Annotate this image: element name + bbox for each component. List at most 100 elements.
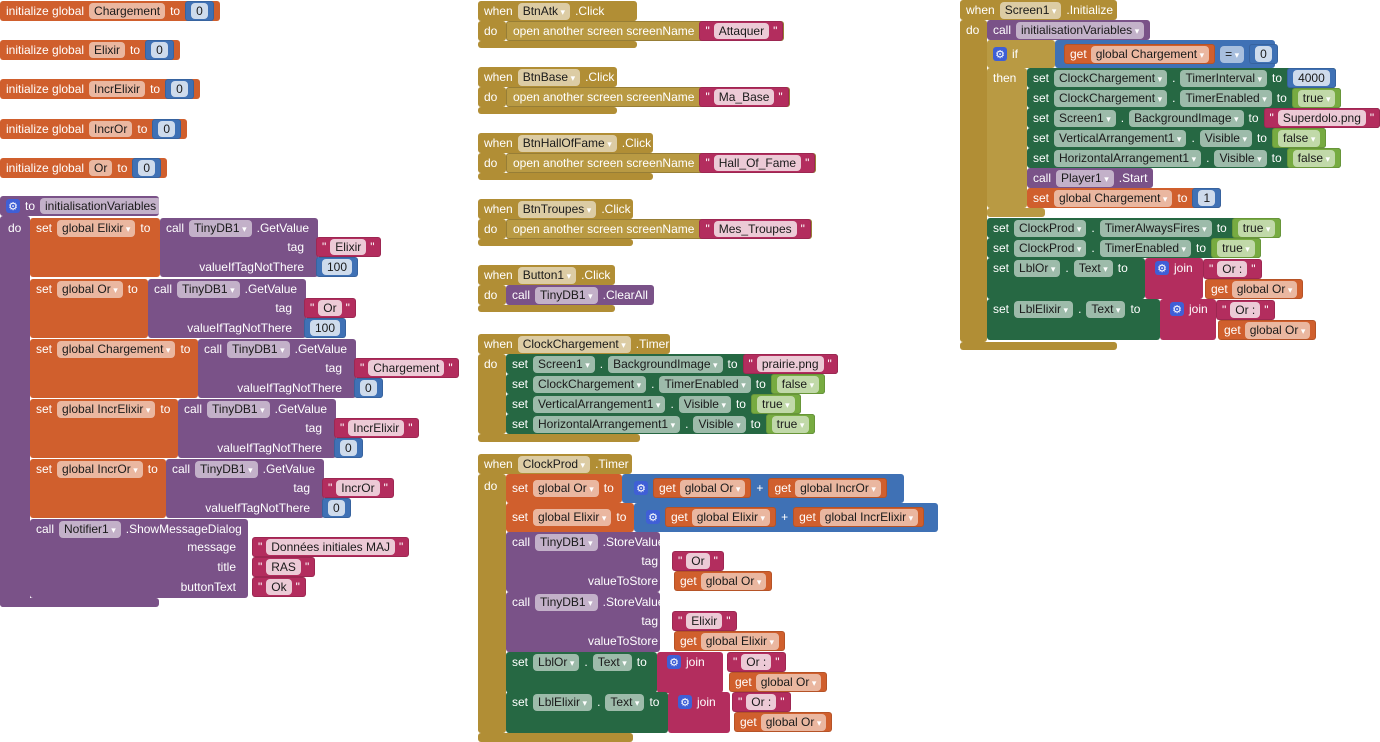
text-value[interactable]: Or : [1217,261,1248,277]
text-value[interactable]: Or : [746,694,777,710]
text-value[interactable]: Ok [266,579,292,595]
dropdown-field[interactable]: Text [1073,259,1113,277]
dropdown-field[interactable]: HorizontalArrangement1 [1054,149,1202,167]
boolean-value[interactable]: true [1237,219,1276,237]
dropdown-field[interactable]: ClockChargement [517,335,631,353]
number-value[interactable]: 0 [191,3,208,19]
boolean-value[interactable]: false [776,375,820,393]
dropdown-field[interactable]: TinyDB1 [177,280,240,298]
dropdown-field[interactable]: global IncrElixir [57,400,156,418]
variable-field[interactable]: global Or [760,713,827,731]
number-value[interactable]: 0 [171,81,188,97]
text-block[interactable]: "Chargement" [354,358,459,378]
number-value[interactable]: 0 [340,440,357,456]
text-block[interactable]: "Ok" [252,577,306,597]
dropdown-field[interactable]: global Chargement [57,340,176,358]
dropdown-field[interactable]: TinyDB1 [535,286,598,304]
dropdown-field[interactable]: BackgroundImage [608,355,723,373]
name-field[interactable]: Chargement [89,3,166,19]
boolean-value[interactable]: false [1277,129,1321,147]
dropdown-field[interactable]: Notifier1 [59,520,121,538]
text-block[interactable]: "Or : " [1216,300,1275,320]
variable-field[interactable]: global Chargement [1090,45,1210,63]
text-block[interactable]: "Or : " [1203,259,1262,279]
dropdown-field[interactable]: TinyDB1 [195,460,258,478]
text-block[interactable]: "Or" [304,298,356,318]
gear-icon[interactable]: ⚙ [646,510,660,524]
dropdown-field[interactable]: BtnHallOfFame [517,134,617,152]
dropdown-field[interactable]: TimerEnabled [1099,239,1192,257]
number-value[interactable]: 4000 [1293,70,1330,86]
number-value[interactable]: 100 [322,259,353,275]
gear-icon[interactable]: ⚙ [667,655,681,669]
dropdown-field[interactable]: global Or [57,280,123,298]
dropdown-field[interactable]: LblElixir [1014,300,1074,318]
text-block[interactable]: "Or : " [732,692,791,712]
dropdown-field[interactable]: Text [592,653,632,671]
number-block[interactable]: 0 [132,158,162,178]
text-block[interactable]: "Elixir" [672,611,737,631]
boolean-value[interactable]: false [1292,149,1336,167]
boolean-block[interactable]: false [1271,128,1327,148]
text-value[interactable]: RAS [266,559,301,575]
number-value[interactable]: 0 [158,121,176,137]
dropdown-field[interactable]: ClockChargement [533,375,647,393]
text-block[interactable]: "Or" [672,551,724,571]
dropdown-field[interactable]: LblOr [533,653,580,671]
variable-field[interactable]: global Or [700,572,767,590]
number-value[interactable]: 0 [360,380,377,396]
text-block[interactable]: "Elixir" [316,237,381,257]
boolean-value[interactable]: true [756,395,795,413]
dropdown-field[interactable]: Visible [1199,129,1252,147]
boolean-value[interactable]: true [1297,89,1336,107]
dropdown-field[interactable]: global Elixir [57,219,136,237]
name-field[interactable]: Or [89,160,113,176]
dropdown-field[interactable]: HorizontalArrangement1 [533,415,681,433]
variable-field[interactable]: global IncrOr [795,479,881,497]
dropdown-field[interactable]: Text [1086,300,1126,318]
dropdown-field[interactable]: ClockProd [1014,239,1087,257]
number-block[interactable]: 1 [1192,188,1222,208]
dropdown-field[interactable]: TimerInterval [1180,69,1268,87]
name-field[interactable]: initialisationVariables [40,198,162,214]
text-block[interactable]: "Ma_Base" [699,87,789,107]
text-value[interactable]: Elixir [330,239,367,255]
name-field[interactable]: IncrOr [89,121,133,137]
number-block[interactable]: 0 [145,40,174,60]
number-block[interactable]: 0 [322,498,351,518]
boolean-block[interactable]: false [1286,148,1342,168]
dropdown-field[interactable]: global Or [533,479,599,497]
dropdown-field[interactable]: BtnTroupes [517,200,597,218]
number-block[interactable]: 0 [334,438,363,458]
text-value[interactable]: Or : [741,654,772,670]
variable-field[interactable]: global IncrElixir [819,508,919,526]
gear-icon[interactable]: ⚙ [6,199,20,213]
text-block[interactable]: "IncrElixir" [334,418,419,438]
number-value[interactable]: 1 [1198,190,1216,206]
number-value[interactable]: 0 [151,42,168,58]
number-block[interactable]: 0 [152,119,182,139]
dropdown-field[interactable]: initialisationVariables [1016,21,1145,39]
variable-field[interactable]: global Or [755,673,822,691]
text-block[interactable]: "prairie.png" [742,354,838,374]
dropdown-field[interactable]: TinyDB1 [189,219,252,237]
number-block[interactable]: 100 [304,318,347,338]
dropdown-field[interactable]: global Elixir [533,508,612,526]
boolean-block[interactable]: true [1291,88,1342,108]
text-block[interactable]: "Or : " [727,652,786,672]
dropdown-field[interactable]: Visible [693,415,746,433]
number-block[interactable]: 0 [185,1,214,21]
text-value[interactable]: IncrOr [336,480,380,496]
gear-icon[interactable]: ⚙ [1170,302,1184,316]
dropdown-field[interactable]: TimerEnabled [659,375,751,393]
boolean-block[interactable]: true [1231,218,1282,238]
boolean-value[interactable]: true [771,415,810,433]
boolean-block[interactable]: true [1211,238,1261,258]
dropdown-field[interactable]: Screen1 [533,355,595,373]
number-value[interactable]: 0 [328,500,345,516]
